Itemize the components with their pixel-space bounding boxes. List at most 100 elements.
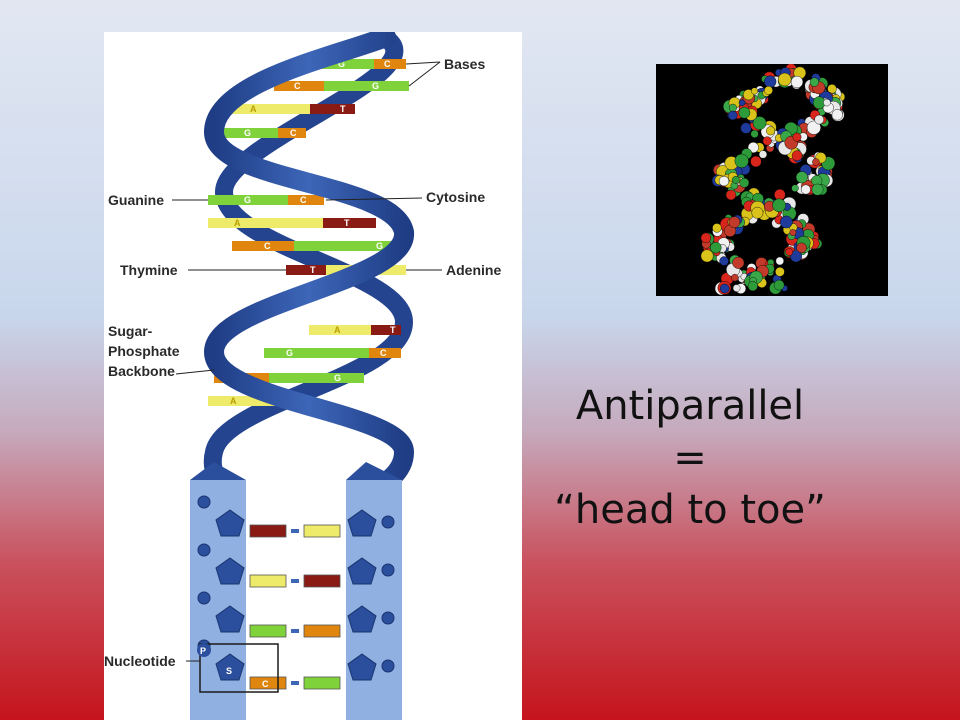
atom-sphere: [725, 189, 737, 201]
base-letter-c: C: [264, 241, 271, 251]
atom-sphere: [738, 106, 751, 119]
base-letter-g: G: [376, 241, 383, 251]
base-letter-c: C: [294, 81, 301, 91]
label-sugar: Sugar-: [108, 323, 153, 339]
atom-sphere: [752, 116, 767, 130]
base-pair-c-g: C G: [232, 241, 406, 251]
atom-sphere: [800, 184, 811, 195]
atom-sphere: [812, 158, 820, 166]
atom-sphere: [777, 72, 792, 87]
nucleotide-units: [197, 495, 395, 681]
base-letter-c: C: [380, 348, 387, 358]
atom-sphere: [719, 283, 730, 294]
atom-sphere: [751, 206, 764, 219]
atom-sphere: [792, 132, 802, 142]
atom-sphere: [809, 77, 820, 87]
atom-sphere: [750, 155, 762, 168]
base-pair-g-c: G C: [208, 128, 306, 138]
atom-sphere: [795, 171, 808, 184]
atom-sphere: [773, 279, 785, 291]
atom-sphere: [732, 284, 741, 292]
atom-sphere: [831, 109, 843, 121]
unzipped-bases: [249, 524, 341, 690]
atom-sphere: [762, 136, 772, 146]
atom-sphere: [731, 273, 739, 282]
atom-sphere: [764, 75, 777, 88]
atom-sphere: [738, 99, 746, 107]
atom-sphere: [790, 75, 804, 89]
caption-equals: =: [673, 435, 707, 481]
atom-sphere: [728, 103, 737, 112]
base-pair-a-t: A T: [208, 218, 376, 228]
label-cytosine: Cytosine: [426, 189, 485, 205]
atom-sphere: [766, 126, 776, 136]
atom-sphere: [758, 150, 768, 159]
label-guanine: Guanine: [108, 192, 164, 208]
atom-sphere: [806, 120, 821, 135]
base-letter-t: T: [310, 265, 316, 275]
atom-sphere: [747, 281, 758, 292]
atom-sphere: [732, 256, 745, 269]
base-letter-a: A: [250, 104, 257, 114]
atom-sphere: [785, 248, 793, 256]
dna-diagram: G C C G A T G C: [104, 32, 522, 720]
atom-sphere: [764, 86, 773, 95]
atom-sphere: [728, 110, 738, 121]
atom-sphere: [775, 256, 785, 266]
caption-antiparallel: Antiparallel: [575, 383, 805, 429]
atom-sphere: [750, 87, 758, 95]
atom-sphere: [731, 176, 740, 184]
caption-head-to-toe: “head to toe”: [554, 487, 826, 533]
label-thymine: Thymine: [120, 262, 178, 278]
atom-sphere: [811, 183, 824, 196]
atom-sphere: [823, 98, 831, 107]
base-letter-c: C: [290, 128, 297, 138]
atom-sphere: [780, 215, 793, 229]
base-letter-t: T: [340, 104, 346, 114]
base-pairs: G C C G A T G C: [208, 59, 409, 406]
base-letter-c: C: [262, 679, 269, 689]
base-pair-a-t: A T: [222, 104, 355, 114]
atom-sphere: [728, 216, 741, 228]
nucleotide-highlight-box: [199, 643, 279, 693]
backbone-strand-back: [203, 32, 414, 501]
atom-sphere: [740, 122, 752, 134]
atom-sphere: [789, 229, 797, 237]
dna-double-helix-illustration: G C C G A T G C: [104, 32, 501, 720]
atom-sphere: [750, 129, 759, 138]
base-letter-g: G: [286, 348, 293, 358]
base-letter-t: T: [390, 325, 396, 335]
base-pair-c-g: C G: [274, 81, 409, 91]
base-pair-a-t: A T: [309, 325, 401, 335]
atom-sphere: [791, 184, 799, 192]
slide-caption: Antiparallel = “head to toe”: [530, 380, 850, 536]
label-phosphate: Phosphate: [108, 343, 180, 359]
atom-sphere: [700, 249, 714, 263]
base-letter-g: G: [244, 195, 251, 205]
base-letter-c: C: [300, 195, 307, 205]
base-letter-a: A: [234, 218, 241, 228]
atom-sphere: [772, 198, 786, 213]
dna-space-filling-model: [656, 64, 888, 296]
atom-sphere: [700, 232, 712, 244]
atom-sphere: [814, 114, 824, 125]
label-backbone: Backbone: [108, 363, 175, 379]
atom-sphere: [775, 266, 785, 277]
base-letter-t: T: [344, 218, 350, 228]
atom-sphere: [791, 150, 803, 161]
label-adenine: Adenine: [446, 262, 501, 278]
atom-sphere: [710, 241, 722, 254]
atom-sphere: [734, 153, 749, 169]
sugar-letter-s: S: [226, 666, 232, 676]
phosphate-letter-p: P: [200, 646, 206, 656]
base-letter-g: G: [338, 59, 345, 69]
label-leader-lines: [172, 61, 442, 662]
backbone-strand-front: [203, 32, 415, 502]
atom-sphere: [796, 242, 807, 254]
label-bases: Bases: [444, 56, 485, 72]
base-letter-g: G: [372, 81, 379, 91]
base-letter-c: C: [384, 59, 391, 69]
base-pair-g-c: G C: [304, 59, 406, 69]
atom-sphere: [712, 223, 722, 233]
atom-sphere: [739, 177, 750, 188]
